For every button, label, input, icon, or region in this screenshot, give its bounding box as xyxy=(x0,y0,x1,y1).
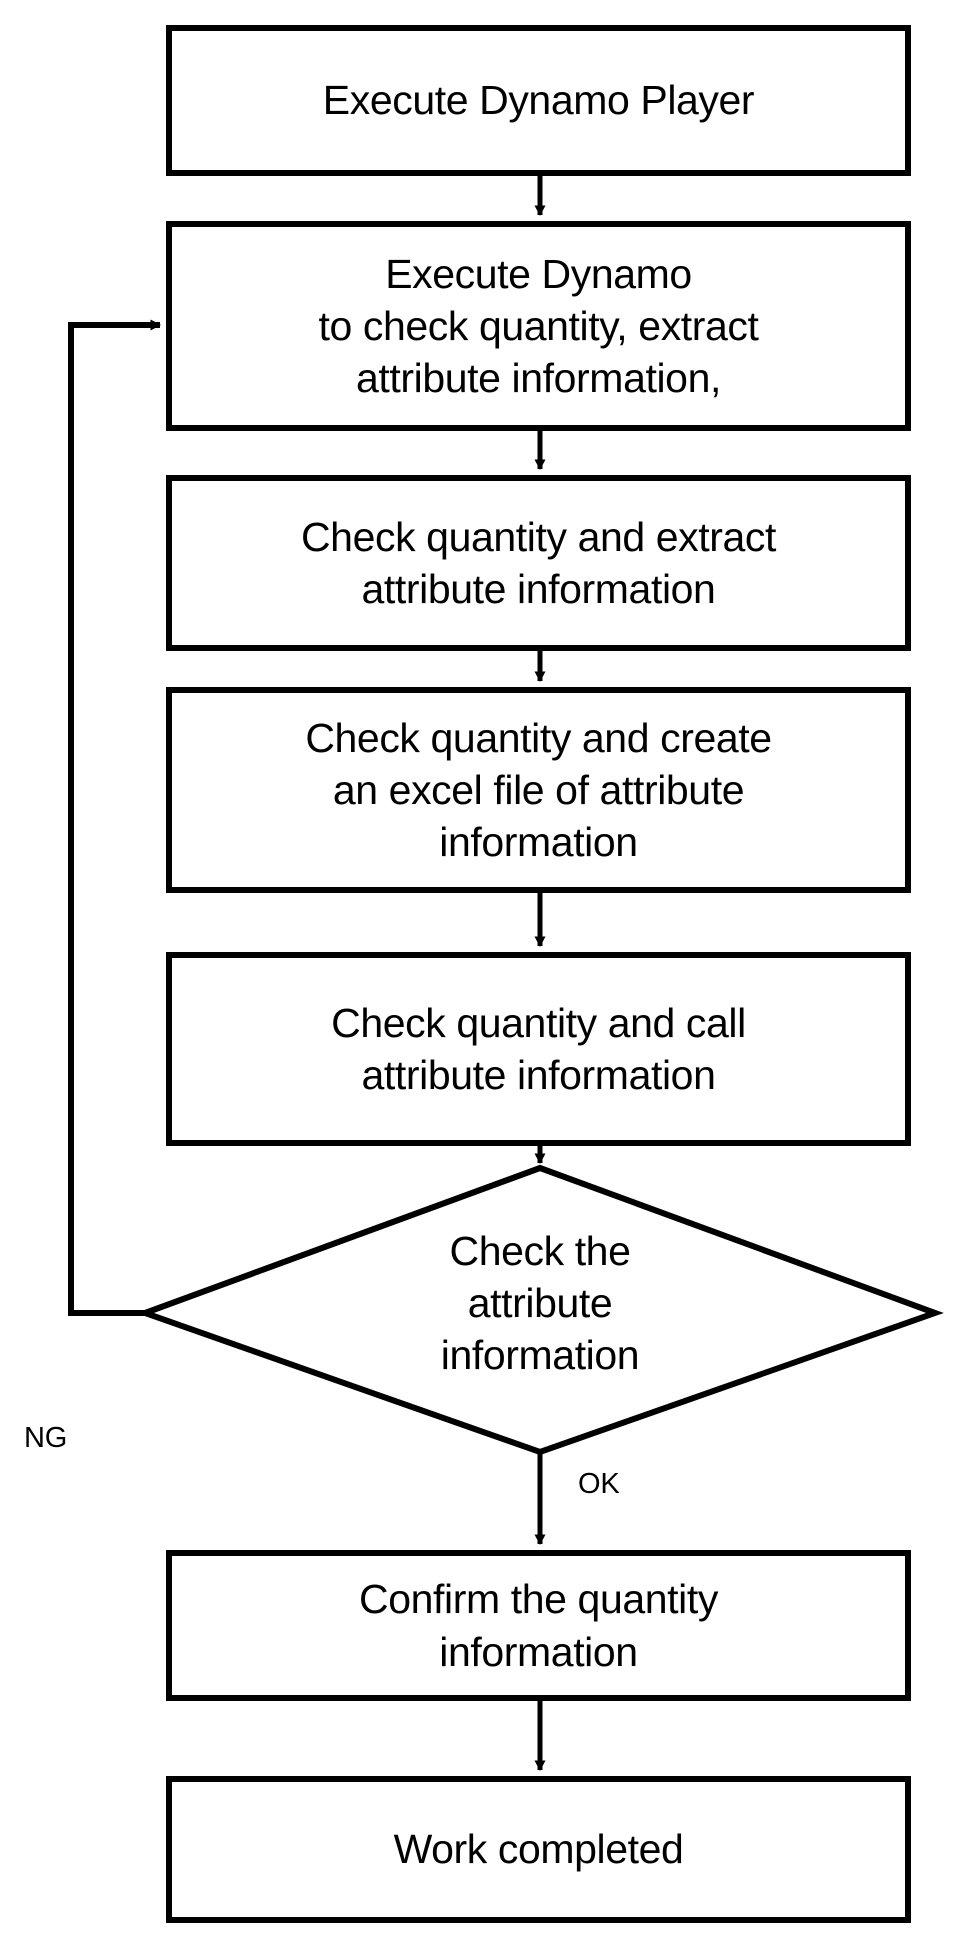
node-check-quantity-create-excel xyxy=(166,687,911,893)
node-check-quantity-extract xyxy=(166,475,911,651)
edge-label-ok: OK xyxy=(578,1468,620,1500)
node-check-quantity-call xyxy=(166,952,911,1146)
node-execute-dynamo-player xyxy=(166,25,911,176)
node-execute-dynamo-check-extract xyxy=(166,221,911,431)
node-confirm-quantity-information xyxy=(166,1550,911,1701)
edge-n6-n2-ng-feedback xyxy=(68,319,161,1316)
node-decision-check-attribute-information xyxy=(136,1164,944,1456)
node-work-completed xyxy=(166,1776,911,1923)
edge-label-ng: NG xyxy=(24,1422,68,1454)
